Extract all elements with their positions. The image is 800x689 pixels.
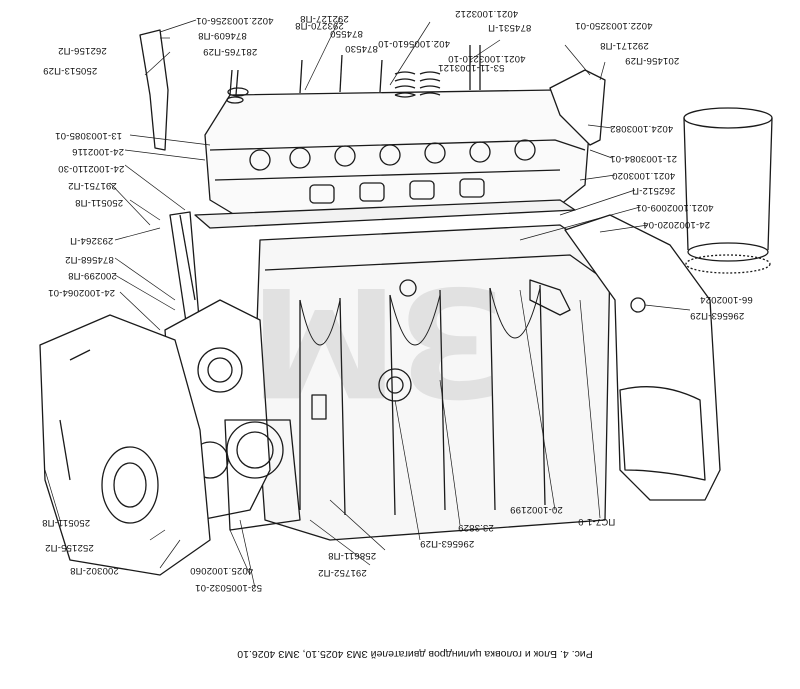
lifting-bracket-right: [549, 69, 606, 146]
part-label: 293264-П: [70, 235, 114, 246]
part-label: 201456-П29: [625, 55, 680, 66]
part-label: 53-1005032-01: [195, 582, 263, 593]
part-label: 292127-П8: [300, 13, 349, 24]
part-label: 402.1005610-10: [378, 38, 451, 49]
part-label: 200299-П8: [68, 270, 117, 281]
cylinder-liner: [683, 107, 773, 274]
part-label: 874550: [330, 28, 363, 39]
part-label: 24-1002020-04: [643, 219, 711, 230]
part-label: 250511-П8: [42, 517, 91, 528]
part-label: 281765-П29: [203, 46, 258, 57]
oil-pan: [564, 214, 721, 501]
part-label: 874530: [345, 43, 378, 54]
cylinder-head: [204, 89, 591, 216]
part-label: 4022.1003256-01: [196, 15, 274, 26]
part-label: 4021.1003212: [455, 8, 519, 19]
seal-cover: [224, 419, 301, 531]
part-label: ПС7-1-0: [578, 516, 616, 527]
part-label: 262512-П: [632, 185, 676, 196]
part-label: 4021.1002009-01: [636, 202, 714, 213]
valve-studs: [226, 45, 481, 104]
watermark-logo: ЗМ: [249, 253, 505, 427]
part-label: 874568-П2: [65, 254, 114, 265]
part-label: 53-11-1003121: [438, 62, 505, 73]
part-label: 24-1002116: [72, 146, 125, 157]
figure-caption: Рис. 4. Блок и головка цилиндров двигате…: [237, 648, 593, 660]
part-label: 24-1002110-30: [58, 163, 125, 174]
part-label: 250511-П8: [75, 197, 124, 208]
part-label: 291752-П2: [318, 567, 367, 578]
part-label: 66-1002024: [700, 294, 753, 305]
part-label: 874609-П8: [198, 30, 247, 41]
part-label: 250513-П29: [43, 65, 98, 76]
lifting-bracket-left: [139, 29, 169, 151]
part-label: 23.3829: [458, 522, 494, 533]
part-label: 4021.1003020: [612, 170, 676, 181]
part-label: 200302-П8: [70, 565, 119, 576]
part-label: 291751-П2: [68, 180, 117, 191]
part-label: 4024.1003082: [610, 123, 674, 134]
cylinder-block: [254, 224, 611, 541]
part-label: 20-1002199: [510, 504, 563, 515]
part-label: 4025.1002060: [190, 565, 254, 576]
part-label: 21-1003084-01: [610, 153, 678, 164]
part-label: 24-1002064-01: [48, 287, 116, 298]
part-label: 296563-П29: [690, 310, 745, 321]
part-label: 296563-П29: [420, 538, 475, 549]
leader-lines: [44, 17, 691, 589]
part-label: 258611-П8: [328, 550, 377, 561]
part-label: 4022.1003250-01: [575, 20, 653, 31]
part-label: 252155-П2: [45, 542, 94, 553]
part-label: 874531-П: [488, 22, 532, 33]
part-label: 292171-П8: [600, 40, 649, 51]
part-label: 262156-П2: [58, 45, 107, 56]
part-label: 13-1003085-01: [55, 130, 123, 141]
front-timing-cover: [39, 314, 211, 576]
